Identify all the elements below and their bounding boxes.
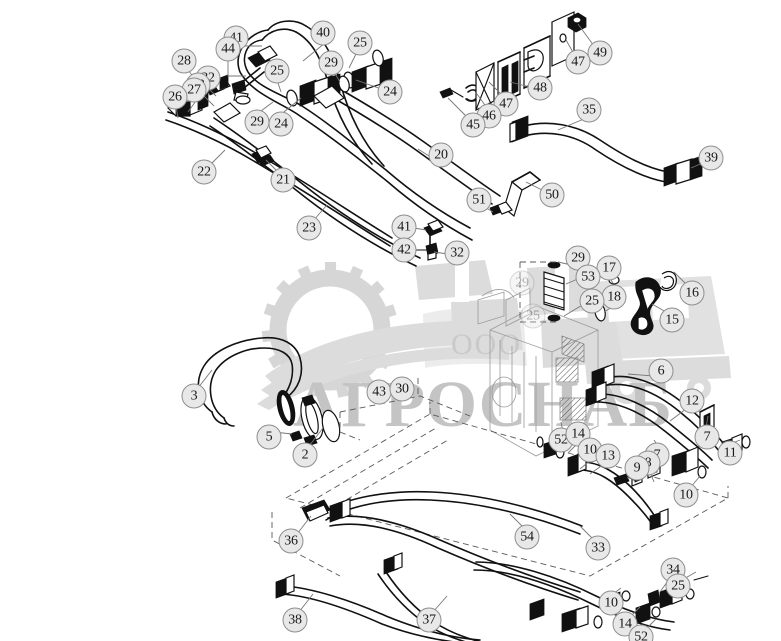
callout-bubble-41[interactable]: 41 (391, 214, 417, 240)
callout-bubble-24[interactable]: 24 (268, 111, 294, 137)
callout-bubble-15[interactable]: 15 (659, 307, 685, 333)
callout-bubble-29[interactable]: 29 (244, 109, 270, 135)
callout-bubble-20[interactable]: 20 (428, 142, 454, 168)
callout-bubble-10[interactable]: 10 (598, 590, 624, 616)
callout-bubble-33[interactable]: 33 (585, 535, 611, 561)
callout-bubble-2[interactable]: 2 (292, 442, 318, 468)
callout-bubble-3[interactable]: 3 (181, 383, 207, 409)
callout-bubble-25[interactable]: 25 (665, 573, 691, 599)
callout-bubble-38[interactable]: 38 (282, 607, 308, 633)
callout-bubble-43[interactable]: 43 (366, 379, 392, 405)
callout-bubble-49[interactable]: 49 (587, 40, 613, 66)
callout-bubble-35[interactable]: 35 (576, 97, 602, 123)
callout-bubble-36[interactable]: 36 (278, 528, 304, 554)
callout-bubble-48[interactable]: 48 (527, 75, 553, 101)
callout-bubble-17[interactable]: 17 (596, 255, 622, 281)
callout-bubble-50[interactable]: 50 (539, 182, 565, 208)
callout-bubble-52[interactable]: 52 (628, 624, 654, 641)
callout-bubble-54[interactable]: 54 (514, 524, 540, 550)
callout-bubble-22[interactable]: 22 (191, 159, 217, 185)
callout-bubble-26[interactable]: 26 (162, 84, 188, 110)
callout-bubble-25[interactable]: 25 (264, 58, 290, 84)
callout-bubble-51[interactable]: 51 (466, 187, 492, 213)
callout-bubble-28[interactable]: 28 (171, 48, 197, 74)
callout-bubble-45[interactable]: 45 (460, 112, 486, 138)
callout-bubble-37[interactable]: 37 (416, 607, 442, 633)
callout-bubble-18[interactable]: 18 (601, 284, 627, 310)
callout-bubble-25[interactable]: 25 (347, 30, 373, 56)
callout-bubble-40[interactable]: 40 (310, 20, 336, 46)
callout-bubble-7[interactable]: 7 (694, 424, 720, 450)
callout-bubble-12[interactable]: 12 (679, 388, 705, 414)
callout-bubble-5[interactable]: 5 (256, 424, 282, 450)
callout-bubble-6[interactable]: 6 (648, 358, 674, 384)
callout-bubble-16[interactable]: 16 (679, 280, 705, 306)
callout-bubble-10[interactable]: 10 (673, 482, 699, 508)
callout-bubble-47[interactable]: 47 (565, 49, 591, 75)
callout-bubble-13[interactable]: 13 (595, 443, 621, 469)
callout-bubble-29[interactable]: 29 (509, 270, 535, 296)
callout-bubble-32[interactable]: 32 (444, 240, 470, 266)
callout-bubble-42[interactable]: 42 (391, 237, 417, 263)
callout-bubble-25[interactable]: 25 (520, 303, 546, 329)
callout-bubble-21[interactable]: 21 (270, 167, 296, 193)
callout-bubble-39[interactable]: 39 (698, 145, 724, 171)
callout-bubble-30[interactable]: 30 (389, 376, 415, 402)
callout-bubble-11[interactable]: 11 (717, 440, 743, 466)
callout-bubble-25[interactable]: 25 (579, 288, 605, 314)
callout-bubble-9[interactable]: 9 (624, 455, 650, 481)
callout-bubble-24[interactable]: 24 (377, 79, 403, 105)
callout-bubble-53[interactable]: 53 (575, 264, 601, 290)
callout-bubble-29[interactable]: 29 (565, 245, 591, 271)
callout-bubble-23[interactable]: 23 (296, 215, 322, 241)
callout-bubble-29[interactable]: 29 (318, 50, 344, 76)
callout-bubble-44[interactable]: 44 (215, 36, 241, 62)
